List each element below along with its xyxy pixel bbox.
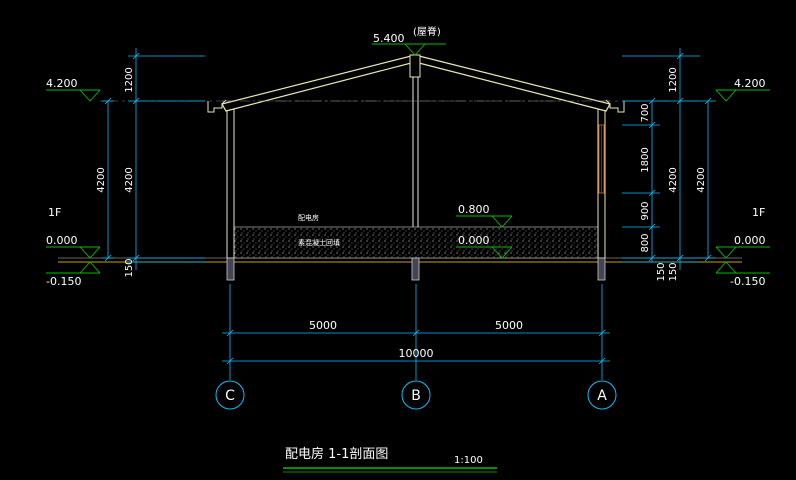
dim-span-ba: 5000 — [495, 319, 523, 332]
axis-bubble-a — [587, 380, 617, 410]
dim-right-bottom-b: 150 — [668, 262, 679, 281]
drawing-scale: 1:100 — [454, 455, 483, 466]
wall-left — [226, 107, 235, 259]
level-ridge-note: (屋脊) — [413, 25, 441, 38]
level-ground-left: -0.150 — [46, 275, 81, 288]
dim-right-c: 900 — [640, 201, 651, 220]
axis-label-b: B — [411, 388, 421, 404]
floor-label-right: 1F — [752, 206, 765, 219]
dim-left-mid: 4200 — [124, 167, 135, 192]
roof-right — [414, 54, 611, 112]
room-label: 配电房 — [298, 213, 319, 222]
concrete-slab — [233, 226, 603, 259]
dim-right-d: 800 — [640, 233, 651, 252]
dim-right-mid-outer: 4200 — [696, 167, 707, 192]
dim-left-bottom: 150 — [124, 258, 135, 277]
right-dim-chain — [622, 48, 716, 270]
axis-bubble-c — [215, 380, 245, 410]
dim-left-top: 1200 — [124, 67, 135, 92]
level-interior-floor: 0.000 — [458, 234, 490, 247]
level-eave-right: 4.200 — [734, 77, 766, 90]
dim-right-a: 700 — [640, 103, 651, 122]
gutter-right — [605, 99, 625, 113]
slab-label: 素混凝土回填 — [298, 238, 340, 247]
drawing-title: 配电房 1-1剖面图 — [285, 446, 388, 462]
footing-a — [597, 257, 606, 281]
floor-label-left: 1F — [48, 206, 61, 219]
dim-right-bottom-a: 150 — [656, 262, 667, 281]
level-markers — [46, 43, 770, 274]
level-floor-right: 0.000 — [734, 234, 766, 247]
dim-span-cb: 5000 — [309, 319, 337, 332]
ridge-beam — [409, 54, 421, 78]
footing-c — [226, 257, 235, 281]
dim-right-top: 1200 — [668, 67, 679, 92]
left-dim-chain — [102, 48, 205, 270]
dim-total: 10000 — [399, 347, 434, 360]
dim-left-mid-inner: 4200 — [96, 167, 107, 192]
level-eave-left: 4.200 — [46, 77, 78, 90]
level-ground-right: -0.150 — [730, 275, 765, 288]
level-floor-left: 0.000 — [46, 234, 78, 247]
roof-left — [221, 54, 416, 112]
axis-bubble-b — [401, 380, 431, 410]
axis-label-a: A — [597, 388, 607, 404]
footing-b — [411, 257, 420, 281]
level-ridge: 5.400 — [373, 32, 405, 45]
dim-right-mid: 4200 — [668, 167, 679, 192]
dim-right-b: 1800 — [640, 147, 651, 172]
horizontal-dim-chain — [222, 284, 610, 380]
level-window-sill: 0.800 — [458, 203, 490, 216]
gutter-left — [207, 99, 227, 113]
axis-label-c: C — [225, 388, 235, 404]
